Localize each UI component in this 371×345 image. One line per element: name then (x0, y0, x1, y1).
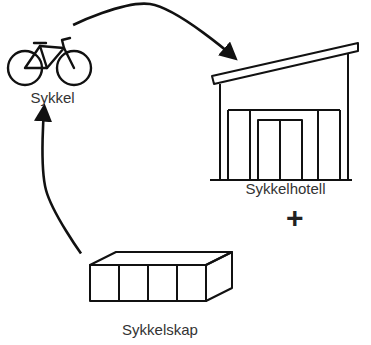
icon-caption: Sykkelhotell (204, 180, 367, 198)
icon-caption: Sykkel (1, 89, 104, 107)
bike-locker-icon (90, 252, 232, 301)
bike-hotel-icon (210, 43, 358, 180)
bicycle-icon (8, 38, 91, 85)
icon-node: Sykkelskap (81, 249, 239, 339)
curved-arrow (42, 107, 81, 254)
plus-sign: + (286, 203, 304, 233)
icon-node: Sykkel (1, 25, 104, 107)
curved-arrow (73, 4, 235, 58)
icon-node: Sykkelhotell (204, 58, 367, 198)
icon-caption: Sykkelskap (81, 321, 239, 339)
